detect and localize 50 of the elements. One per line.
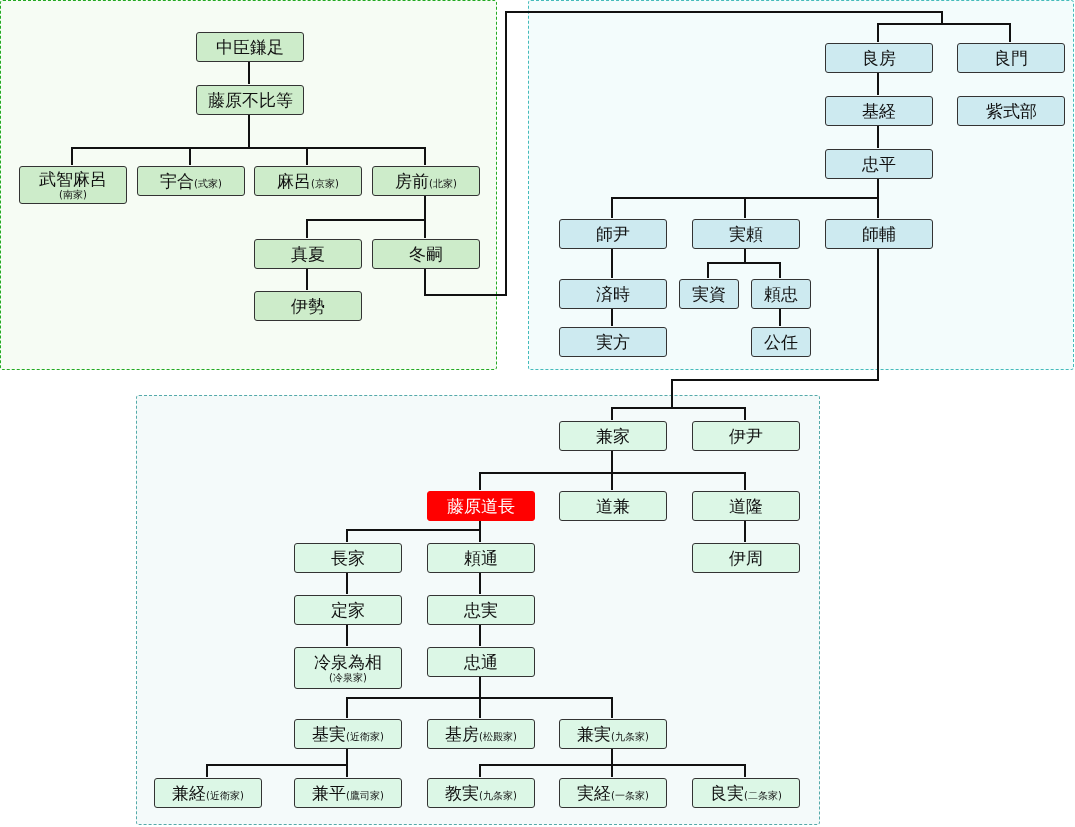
person-box	[19, 166, 127, 204]
person-box: 道隆	[692, 491, 800, 521]
tree-connector	[744, 519, 746, 543]
person-box: 頼通	[427, 543, 535, 573]
person-name: 冷泉為相	[314, 653, 382, 672]
person-box: 忠通	[427, 647, 535, 677]
tree-connector	[877, 71, 879, 96]
person-box: 長家	[294, 543, 402, 573]
person-box: 定家	[294, 595, 402, 625]
person-box: 道兼	[559, 491, 667, 521]
tree-connector	[346, 623, 348, 647]
person-box: 忠実	[427, 595, 535, 625]
tree-connector	[479, 623, 481, 647]
person-box: 実資	[679, 279, 739, 309]
group-panel	[136, 395, 820, 825]
group-panel	[0, 0, 497, 370]
person-box: 公任	[751, 327, 811, 357]
person-box: 伊尹	[692, 421, 800, 451]
person-box: 伊勢	[254, 291, 362, 321]
tree-connector	[346, 571, 348, 595]
tree-connector	[611, 247, 613, 279]
person-box: 真夏	[254, 239, 362, 269]
person-box: 藤原不比等	[196, 85, 304, 115]
tree-connector	[306, 267, 308, 291]
person-box: 師尹	[559, 219, 667, 249]
tree-connector	[779, 307, 781, 327]
group-panel	[528, 0, 1074, 370]
house-name: (冷泉家)	[329, 671, 367, 683]
person-box: 紫式部	[957, 96, 1065, 126]
tree-connector	[611, 307, 613, 327]
tree-connector	[479, 571, 481, 595]
tree-connector	[877, 124, 879, 149]
person-box: 中臣鎌足	[196, 32, 304, 62]
person-box: 藤原道長	[427, 491, 535, 521]
person-name: 武智麻呂	[39, 170, 107, 189]
house-name: (南家)	[59, 188, 87, 200]
person-box: 頼忠	[751, 279, 811, 309]
person-box: 冬嗣	[372, 239, 480, 269]
person-box: 基経	[825, 96, 933, 126]
person-box: 忠平	[825, 149, 933, 179]
person-box: 兼家	[559, 421, 667, 451]
person-box: 良門	[957, 43, 1065, 73]
person-box: 伊周	[692, 543, 800, 573]
person-box: 師輔	[825, 219, 933, 249]
person-box: 良房	[825, 43, 933, 73]
person-box: 実方	[559, 327, 667, 357]
person-box: 実頼	[692, 219, 800, 249]
person-box	[294, 647, 402, 689]
tree-connector	[248, 60, 250, 85]
person-box: 済時	[559, 279, 667, 309]
